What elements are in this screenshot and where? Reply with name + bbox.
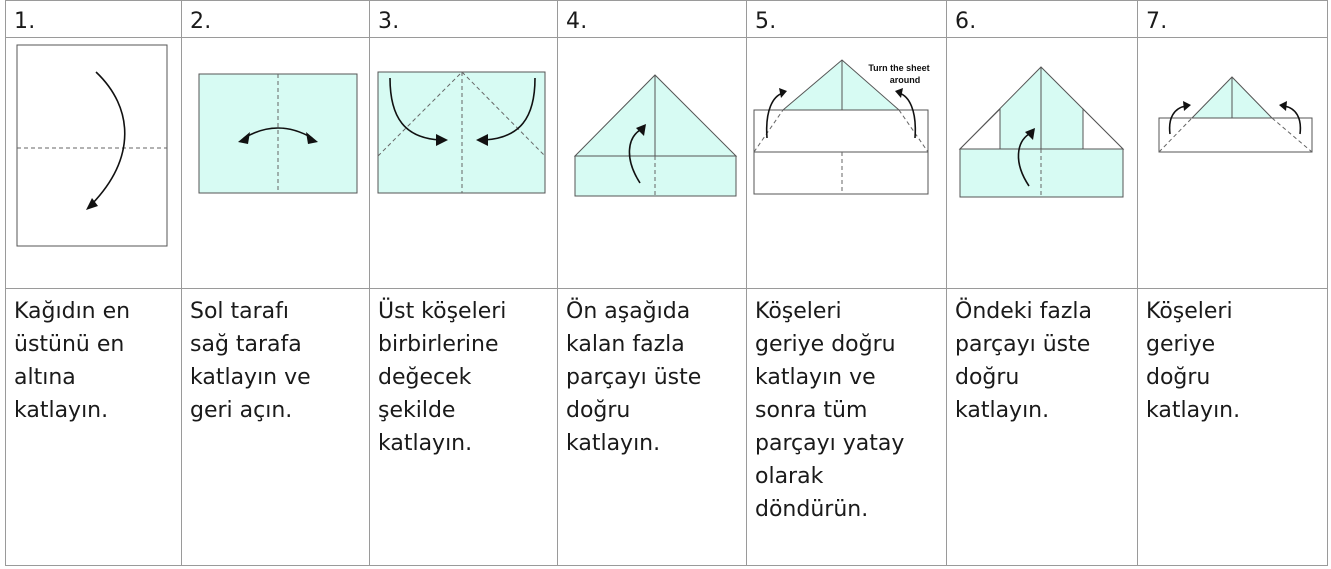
step-number-cell-7: 7. [1137, 0, 1328, 38]
step-number-cell-4: 4. [557, 0, 747, 38]
fold-arrow-icon [628, 129, 641, 184]
step-instruction: Köşeleri geriye doğru katlayın. [1146, 299, 1241, 423]
instruction-cell-1: Kağıdın en üstünü en altına katlayın. [5, 288, 182, 566]
instruction-row: Kağıdın en üstünü en altına katlayın. So… [5, 288, 1328, 566]
arrow-head-icon [1279, 101, 1287, 111]
instruction-cell-3: Üst köşeleri birbirlerine değecek şekild… [369, 288, 558, 566]
origami-steps-table: 1. 2. 3. 4. 5. 6. 7. [5, 0, 1328, 566]
instruction-cell-7: Köşeleri geriye doğru katlayın. [1137, 288, 1328, 566]
step-number-cell-3: 3. [369, 0, 558, 38]
step-number: 1. [14, 9, 36, 34]
step-7-illustration [1158, 76, 1313, 153]
arrow-head-icon [476, 134, 488, 146]
arrow-head-icon [779, 88, 787, 98]
step-number: 7. [1146, 9, 1168, 34]
instruction-cell-5: Köşeleri geriye doğru katlayın ve sonra … [746, 288, 947, 566]
arrow-head-icon [895, 88, 903, 98]
step-number: 2. [190, 9, 212, 34]
fold-line [461, 71, 546, 157]
fold-line [898, 109, 929, 153]
step-number: 4. [566, 9, 588, 34]
arrow-head-icon [636, 124, 646, 136]
step-number: 5. [755, 9, 777, 34]
fold-arrow-icon [1168, 105, 1187, 135]
arrow-head-icon [306, 132, 318, 144]
fold-line [377, 71, 463, 157]
step-number-cell-1: 1. [5, 0, 182, 38]
step-instruction: Öndeki fazla parçayı üste doğru katlayın… [955, 299, 1092, 423]
step-4-illustration [573, 74, 738, 197]
illustration-cell-3 [369, 37, 558, 289]
step-instruction: Ön aşağıda kalan fazla parçayı üste doğr… [566, 299, 702, 456]
fold-arrow-icon [1283, 105, 1302, 135]
turn-note-line-2: around [890, 75, 921, 85]
illustration-cell-6 [946, 37, 1138, 289]
fold-arrow-icon [1017, 133, 1030, 187]
step-number-cell-5: 5. [746, 0, 947, 38]
step-instruction: Sol tarafı sağ tarafa katlayın ve geri a… [190, 299, 311, 423]
step-number-cell-6: 6. [946, 0, 1138, 38]
fold-arrow-icon [483, 77, 536, 141]
illustration-cell-4 [557, 37, 747, 289]
instruction-cell-4: Ön aşağıda kalan fazla parçayı üste doğr… [557, 288, 747, 566]
illustration-cell-2 [181, 37, 370, 289]
step-number: 6. [955, 9, 977, 34]
illustration-cell-1 [5, 37, 182, 289]
white-corner [958, 107, 1001, 150]
arrow-head-icon [1025, 128, 1035, 140]
arrow-head-icon [436, 134, 448, 146]
fold-arrow-icon [91, 71, 126, 205]
step-2-illustration [198, 73, 358, 194]
illustration-cell-7 [1137, 37, 1328, 289]
paper-sheet [377, 71, 546, 194]
step-instruction: Köşeleri geriye doğru katlayın ve sonra … [755, 299, 905, 522]
step-number-cell-2: 2. [181, 0, 370, 38]
instruction-cell-6: Öndeki fazla parçayı üste doğru katlayın… [946, 288, 1138, 566]
instruction-cell-2: Sol tarafı sağ tarafa katlayın ve geri a… [181, 288, 370, 566]
fold-line [1158, 117, 1193, 153]
step-number: 3. [378, 9, 400, 34]
fold-line [1271, 117, 1313, 153]
bottom-flap [574, 155, 737, 197]
fold-arrow-icon [243, 127, 313, 139]
step-number-row: 1. 2. 3. 4. 5. 6. 7. [5, 0, 1328, 38]
fold-line [753, 109, 784, 153]
arrow-head-icon [238, 132, 250, 144]
step-5-illustration: Turn the sheet around [753, 59, 930, 195]
step-instruction: Üst köşeleri birbirlerine değecek şekild… [378, 299, 507, 456]
paper-sheet [1158, 117, 1313, 153]
step-1-illustration [16, 44, 168, 247]
step-6-illustration [958, 66, 1125, 198]
step-instruction: Kağıdın en üstünü en altına katlayın. [14, 299, 131, 423]
step-3-illustration [377, 71, 546, 194]
white-corner [1082, 107, 1125, 150]
illustration-row: Turn the sheet around [5, 37, 1328, 289]
fold-arrow-icon [389, 77, 441, 141]
turn-note-line-1: Turn the sheet [868, 63, 929, 73]
arrow-head-icon [1183, 101, 1191, 111]
paper-sheet [16, 44, 168, 247]
arrow-head-icon [86, 198, 98, 210]
illustration-cell-5: Turn the sheet around [746, 37, 947, 289]
